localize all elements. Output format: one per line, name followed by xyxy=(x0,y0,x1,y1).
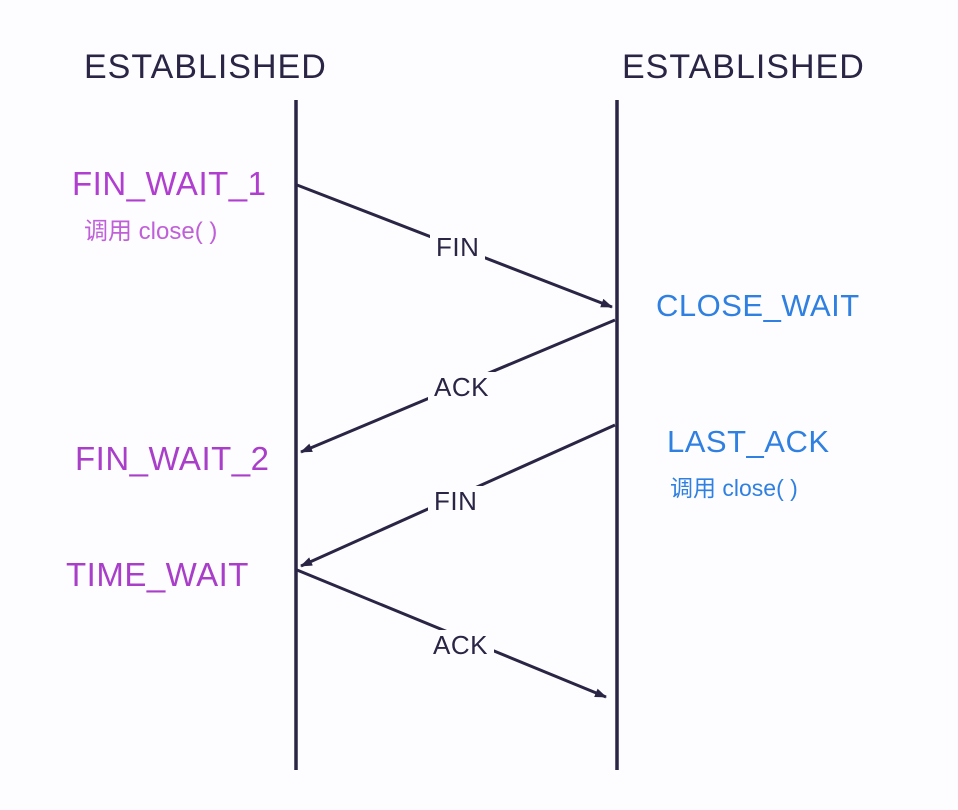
left-state-time-wait: TIME_WAIT xyxy=(66,556,249,593)
right-state-last-ack: LAST_ACK xyxy=(667,424,830,459)
message-label-fin-2: FIN xyxy=(428,486,484,517)
right-state-last-ack-note: 调用 close( ) xyxy=(670,475,798,501)
message-label-fin-1: FIN xyxy=(430,232,486,263)
left-state-fin-wait-1: FIN_WAIT_1 xyxy=(72,165,267,202)
message-label-ack-1: ACK xyxy=(428,372,495,403)
right-state-close-wait: CLOSE_WAIT xyxy=(656,288,860,323)
left-state-fin-wait-2: FIN_WAIT_2 xyxy=(75,440,270,477)
left-state-fin-wait-1-note: 调用 close( ) xyxy=(84,218,218,245)
left-endpoint-title: ESTABLISHED xyxy=(84,48,327,86)
message-label-ack-2: ACK xyxy=(427,630,494,661)
right-endpoint-title: ESTABLISHED xyxy=(622,48,865,86)
